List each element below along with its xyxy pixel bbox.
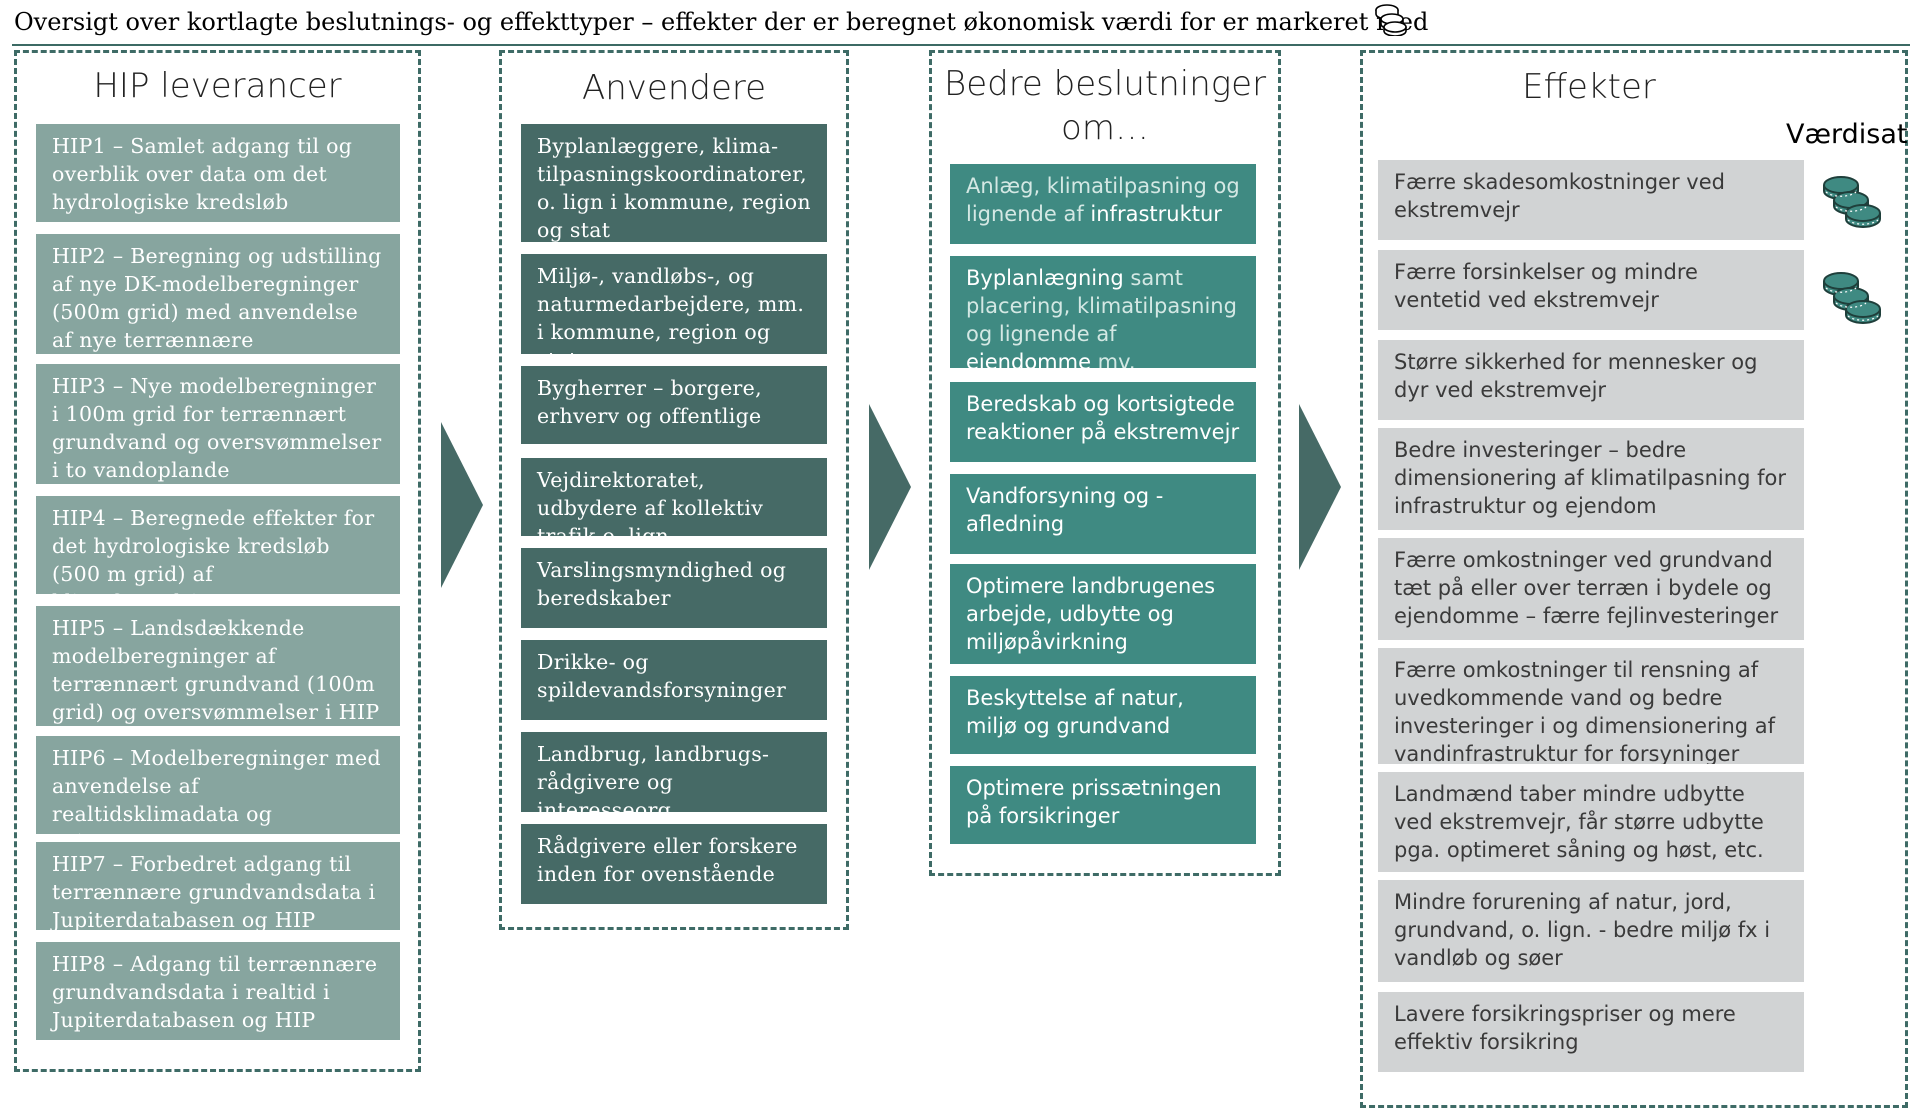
beslutning-item: Beskyttelse af natur, miljø og grundvand bbox=[950, 676, 1256, 754]
column-title-anvendere: Anvendere bbox=[581, 68, 767, 108]
beslutning-text: mv. bbox=[1091, 350, 1136, 368]
beslutning-item-ejendomme: Byplanlægning samt placering, klimatilpa… bbox=[950, 256, 1256, 368]
effekt-item: Bedre investeringer – bedre dimensioneri… bbox=[1378, 428, 1804, 530]
effekt-item: Færre forsinkelser og mindre ventetid ve… bbox=[1378, 250, 1804, 330]
effekt-item: Færre skadesomkostninger ved ekstremvejr bbox=[1378, 160, 1804, 240]
hip-item: HIP1 – Samlet adgang til og overblik ove… bbox=[36, 124, 400, 222]
hip-item: HIP6 – Modelberegninger med anvendelse a… bbox=[36, 736, 400, 834]
beslutning-item: Optimere prissætningen på forsikringer bbox=[950, 766, 1256, 844]
beslutning-emphasis: ejendomme bbox=[966, 350, 1091, 368]
beslutning-item: Vandforsyning og - afledning bbox=[950, 474, 1256, 554]
anvender-item: Byplanlæggere, klima-tilpasningskoordina… bbox=[521, 124, 827, 242]
anvender-item: Varslingsmyndighed og beredskaber bbox=[521, 548, 827, 628]
hip-item: HIP8 – Adgang til terrænnære grundvandsd… bbox=[36, 942, 400, 1040]
effekt-item: Færre omkostninger til rensning af uvedk… bbox=[1378, 648, 1804, 764]
column-effekter: Effekter bbox=[1360, 50, 1908, 1108]
page-title: Oversigt over kortlagte beslutnings- og … bbox=[14, 8, 1429, 36]
title-rule bbox=[12, 44, 1910, 46]
effekt-item: Lavere forsikringspriser og mere effekti… bbox=[1378, 992, 1804, 1072]
column-hip-leverancer: HIP leverancer bbox=[14, 50, 421, 1072]
hip-item: HIP3 – Nye modelberegninger i 100m grid … bbox=[36, 364, 400, 484]
beslutning-emphasis: infrastruktur bbox=[1090, 202, 1222, 226]
beslutning-text: samt placering, klimatilpasning og ligne… bbox=[966, 266, 1237, 346]
chevron-arrow-icon bbox=[441, 422, 483, 588]
beslutning-item: Optimere landbrugenes arbejde, udbytte o… bbox=[950, 564, 1256, 664]
coin-stack-icon bbox=[1823, 272, 1881, 324]
effekt-item: Landmænd taber mindre udbytte ved ekstre… bbox=[1378, 772, 1804, 872]
hip-item: HIP4 – Beregnede effekter for det hydrol… bbox=[36, 496, 400, 594]
beslutning-text: Anlæg, klimatilpasning og lignende af bbox=[966, 174, 1240, 226]
anvender-item: Rådgivere eller forskere inden for ovens… bbox=[521, 824, 827, 904]
column-beslutninger: Bedre beslutninger om… bbox=[929, 50, 1281, 876]
anvender-item: Landbrug, landbrugs-rådgivere og interes… bbox=[521, 732, 827, 812]
chevron-arrow-icon bbox=[1299, 404, 1341, 570]
coin-stack-icon bbox=[1823, 176, 1881, 228]
anvender-item: Drikke- og spildevandsforsyninger bbox=[521, 640, 827, 720]
column-title-beslutninger-line1: Bedre beslutninger bbox=[943, 64, 1267, 104]
beslutning-emphasis: Byplanlægning bbox=[966, 266, 1124, 290]
hip-item: HIP5 – Landsdækkende modelberegninger af… bbox=[36, 606, 400, 726]
beslutning-item: Beredskab og kortsigtede reaktioner på e… bbox=[950, 382, 1256, 462]
effekt-item: Mindre forurening af natur, jord, grundv… bbox=[1378, 880, 1804, 982]
chevron-arrow-icon bbox=[869, 404, 911, 570]
column-anvendere: Anvendere bbox=[499, 50, 849, 930]
anvender-item: Bygherrer – borgere, erhverv og offentli… bbox=[521, 366, 827, 444]
effekt-item: Færre omkostninger ved grundvand tæt på … bbox=[1378, 538, 1804, 640]
effekt-item: Større sikkerhed for mennesker og dyr ve… bbox=[1378, 340, 1804, 420]
coin-stack-icon bbox=[1375, 4, 1407, 36]
vaerdisat-label: Værdisat bbox=[1786, 119, 1908, 150]
column-title-beslutninger-line2: om… bbox=[1061, 108, 1149, 148]
beslutning-item-infrastruktur: Anlæg, klimatilpasning og lignende af in… bbox=[950, 164, 1256, 244]
column-title-hip: HIP leverancer bbox=[93, 66, 342, 106]
hip-item: HIP7 – Forbedret adgang til terrænnære g… bbox=[36, 842, 400, 930]
anvender-item: Miljø-, vandløbs-, og naturmedarbejdere,… bbox=[521, 254, 827, 354]
hip-item: HIP2 – Beregning og udstilling af nye DK… bbox=[36, 234, 400, 354]
anvender-item: Vejdirektoratet, udbydere af kollektiv t… bbox=[521, 458, 827, 536]
column-title-effekter: Effekter bbox=[1522, 67, 1656, 107]
